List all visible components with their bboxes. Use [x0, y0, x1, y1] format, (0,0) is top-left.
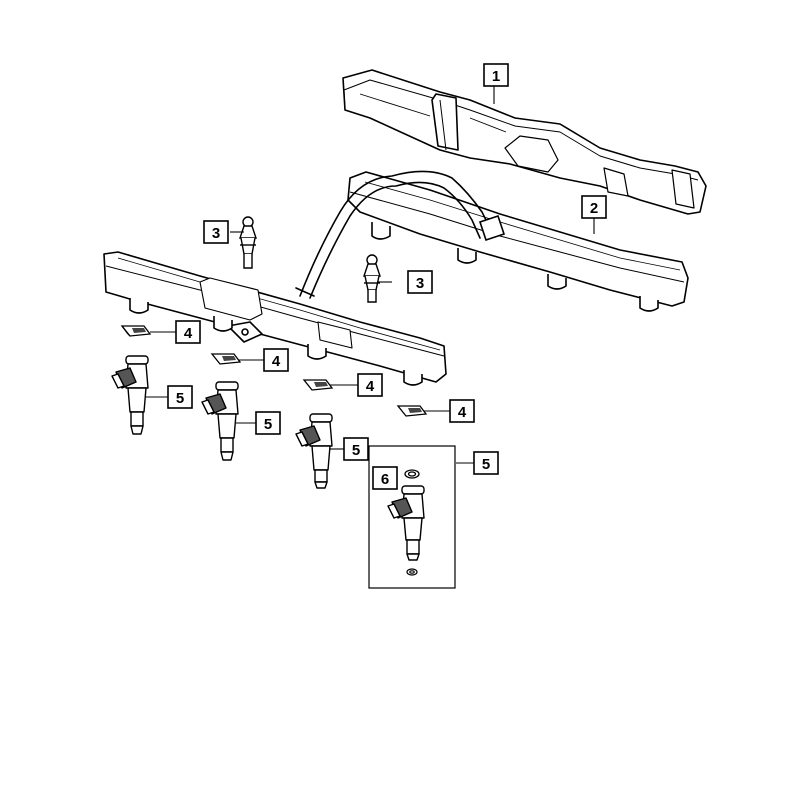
callout-5c: 5: [343, 437, 369, 461]
injector-kit-box: [368, 445, 456, 589]
injector-clip-part: [396, 405, 428, 417]
injector-clip-part: [302, 379, 334, 391]
callout-label: 6: [381, 471, 389, 488]
callout-5a: 5: [167, 385, 193, 409]
leader-lines: [146, 86, 595, 464]
callout-label: 4: [184, 325, 193, 342]
callout-label: 5: [352, 442, 360, 459]
callout-label: 5: [176, 390, 184, 407]
callout-label: 3: [416, 275, 424, 292]
schrader-valve-part: [239, 216, 257, 269]
callout-1: 1: [483, 63, 509, 87]
callout-4d: 4: [449, 399, 475, 423]
callout-6: 6: [372, 466, 398, 490]
callout-3b: 3: [407, 270, 433, 294]
callout-label: 1: [492, 68, 500, 85]
fuel-crossover-hose: [295, 170, 506, 299]
callout-label: 5: [264, 416, 272, 433]
callout-label: 4: [458, 404, 467, 421]
schrader-valve-part: [363, 254, 381, 303]
callout-4b: 4: [263, 348, 289, 372]
callout-3a: 3: [203, 220, 229, 244]
o-ring-part: [404, 469, 420, 479]
front-fuel-rail-part: [103, 251, 447, 386]
fuel-injector-part: [387, 485, 425, 561]
callout-label: 2: [590, 200, 598, 217]
callout-5b: 5: [255, 411, 281, 435]
rear-fuel-rail-part: [347, 171, 689, 312]
callout-5d: 5: [473, 451, 499, 475]
injector-clip-part: [120, 325, 152, 337]
fuel-injector-part: [201, 381, 239, 461]
callout-label: 5: [482, 456, 490, 473]
callout-4a: 4: [175, 320, 201, 344]
fuel-injector-part: [111, 355, 149, 435]
callout-label: 4: [366, 378, 375, 395]
injector-clip-part: [210, 353, 242, 365]
callout-2: 2: [581, 195, 607, 219]
o-ring-part: [406, 568, 418, 576]
callout-label: 3: [212, 225, 220, 242]
callout-4c: 4: [357, 373, 383, 397]
fuel-rail-cover-part: [342, 69, 707, 215]
fuel-injector-part: [295, 413, 333, 489]
callout-label: 4: [272, 353, 281, 370]
